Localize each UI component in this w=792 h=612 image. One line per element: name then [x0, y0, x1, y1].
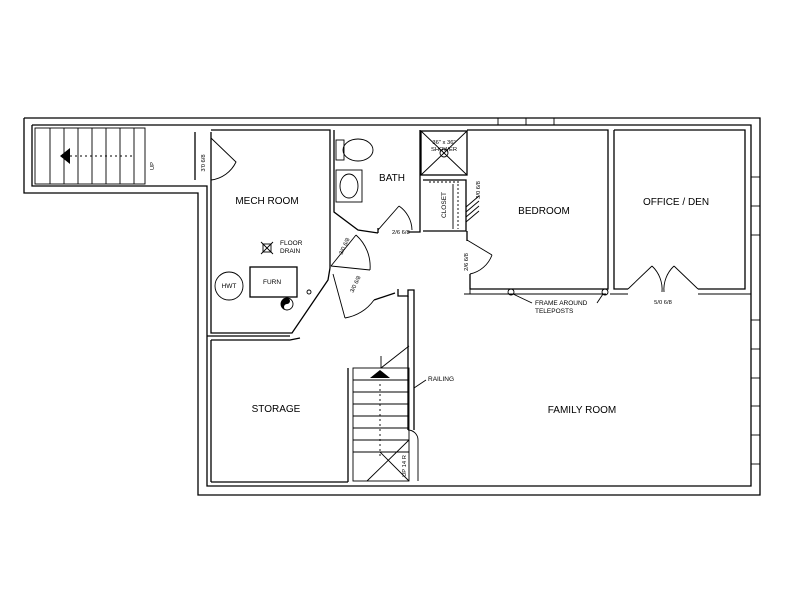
frame-around-label: FRAME AROUND	[535, 300, 588, 307]
stair-arrow-icon	[370, 370, 390, 378]
office-door-size: 5/0 6/8	[654, 300, 672, 306]
shower-label: SHOWER	[431, 147, 457, 153]
office-walls	[610, 129, 751, 295]
furnace-symbol-icon	[280, 297, 294, 311]
hwt-label: HWT	[222, 283, 237, 290]
up-label-top: UP	[150, 162, 156, 170]
office-double-door	[627, 265, 699, 293]
office-den-label: OFFICE / DEN	[643, 197, 709, 208]
railing-leader	[413, 379, 427, 389]
bath-walls	[329, 130, 421, 268]
mech-room-walls	[207, 129, 331, 337]
stair-arrow-icon	[60, 148, 70, 164]
toilet	[335, 138, 374, 162]
mech-door	[330, 234, 371, 271]
mech-room-label: MECH ROOM	[235, 196, 298, 207]
hot-water-tank	[214, 271, 244, 301]
furnace	[249, 266, 298, 298]
up-label-bottom: UP 14 R	[402, 455, 408, 477]
closet-door	[465, 195, 480, 223]
mech-door-size: 3/0 6/8	[339, 237, 352, 256]
telepost	[306, 289, 312, 295]
storage-door	[332, 273, 396, 319]
railing-label: RAILING	[428, 376, 454, 383]
bath-door	[377, 205, 413, 231]
telepost	[601, 288, 609, 296]
furnace-label: FURN	[263, 279, 281, 286]
stair-door-size: 3'0 6/8	[201, 154, 207, 171]
storage-walls	[210, 337, 349, 483]
stair-door	[194, 132, 237, 181]
closet	[423, 179, 467, 232]
teleposts-label: TELEPOSTS	[535, 308, 574, 315]
vanity-sink	[335, 169, 363, 203]
telepost	[507, 288, 515, 296]
floor-drain-label-1: FLOOR	[280, 240, 303, 247]
upper-stair	[34, 127, 146, 185]
closet-door-size: 3/0 6/8	[476, 181, 482, 199]
bath-door-size: 2/6 6/8	[392, 230, 410, 236]
family-room-label: FAMILY ROOM	[548, 405, 617, 416]
shower	[420, 130, 468, 176]
floor-drain-icon	[260, 241, 274, 255]
bath-label: BATH	[379, 173, 405, 184]
bedroom-label: BEDROOM	[518, 206, 570, 217]
bedroom-walls	[464, 129, 609, 295]
closet-label: CLOSET	[441, 192, 448, 218]
floor-drain-label-2: DRAIN	[280, 248, 301, 255]
storage-label: STORAGE	[252, 404, 301, 415]
exterior-walls	[23, 117, 761, 496]
center-stair	[352, 289, 419, 482]
shower-size-label: 36" x 36"	[432, 140, 455, 146]
bedroom-door	[466, 239, 493, 275]
storage-door-size: 3/0 6/8	[350, 275, 363, 294]
bedroom-door-size: 2/6 6/8	[464, 253, 470, 271]
